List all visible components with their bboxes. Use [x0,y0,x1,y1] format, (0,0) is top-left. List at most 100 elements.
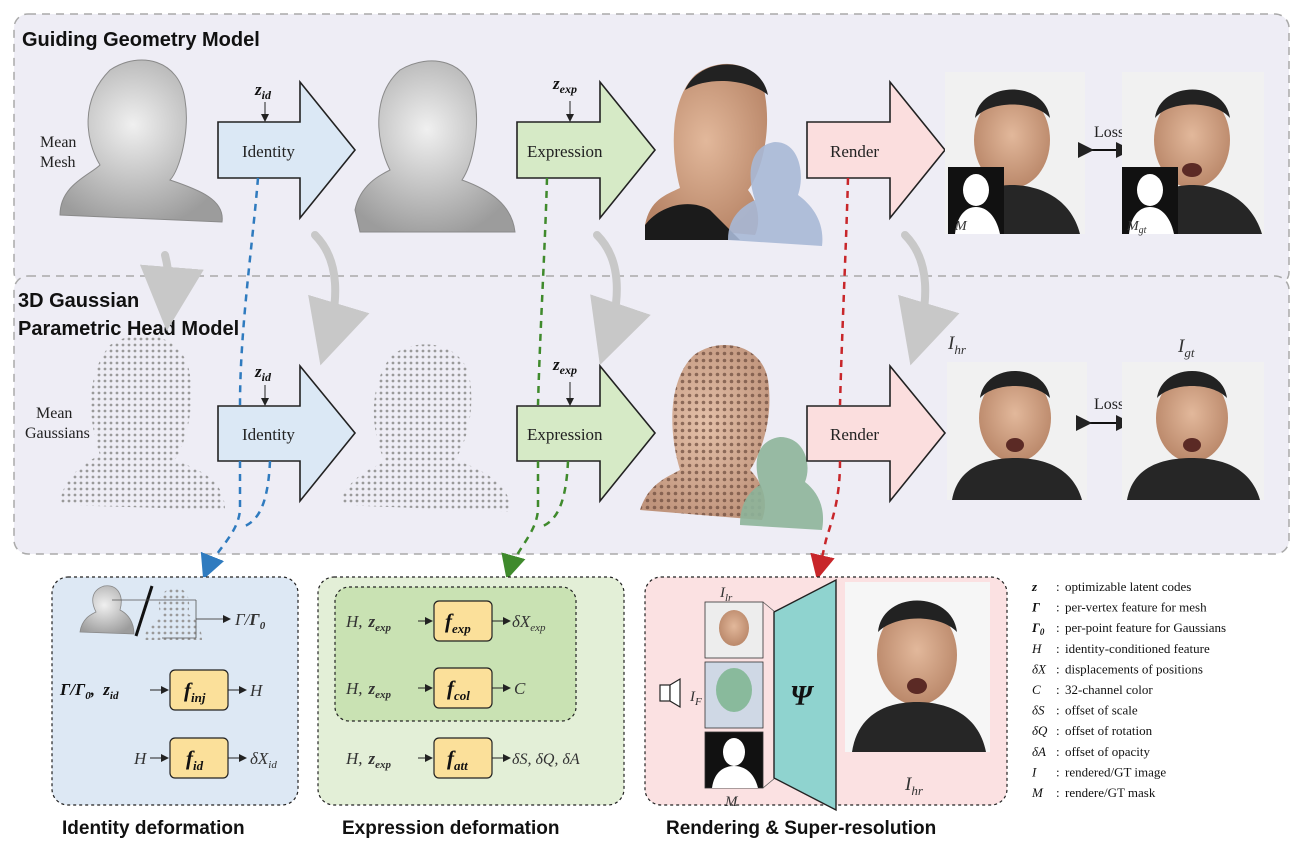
rendering-box: Ilr IF M Ψ Ihr [644,576,1008,812]
legend-text-8: offset of opacity [1065,744,1150,759]
z-exp-row1: zexp [552,74,577,122]
gamma-output: Γ/Γ0 [234,610,266,632]
render-arrow-row1-label: Render [830,142,879,161]
z-id-row2: zid [254,362,272,406]
gt-image-row2 [1122,362,1264,500]
f-id-label: fid [186,746,204,773]
legend-symbol-9: I [1031,764,1037,779]
legend-colon-5: : [1056,682,1060,697]
expression-arrow-row2-label: Expression [527,425,603,444]
z-exp-row2: zexp [552,355,577,406]
legend-colon-2: : [1056,620,1060,635]
mean-gaussians-image [60,335,225,510]
i-gt-row2-label: Igt [1177,336,1195,360]
legend-colon-4: : [1056,661,1060,676]
f-inj-inputs: Γ/Γ0, zid [59,680,119,702]
legend-colon-0: : [1056,579,1060,594]
i-hr-row2-label: Ihr [947,333,967,357]
f-exp-label: fexp [445,609,471,636]
legend-symbol-2: Γ0 [1031,620,1045,637]
expression-arrow-row2: Expression [516,363,657,504]
legend-symbol-8: δA [1032,744,1046,759]
legend-colon-9: : [1056,764,1060,779]
expression-connector [501,177,570,580]
mean-mesh-image [59,59,223,223]
dx-id-output: δXid [250,749,277,771]
z-id-row1: zid [254,80,272,122]
identity-deformation-caption: Identity deformation [62,818,245,839]
gaussian-title-line2: Parametric Head Model [18,318,239,340]
h-output: H [249,681,264,700]
legend-symbol-6: δS [1032,703,1045,718]
identity-deformation-box: Γ/Γ0 Γ/Γ0, zid finj H H fid δXid [51,576,299,806]
f-att-inputs: H,zexp [345,749,392,771]
legend-text-2: per-point feature for Gaussians [1065,620,1226,635]
legend-colon-7: : [1056,723,1060,738]
legend-symbol-0: z [1031,579,1038,594]
legend-text-5: 32-channel color [1065,682,1153,697]
render-arrow-row2: Render [806,363,947,504]
camera-icon [659,677,681,709]
render-arrow-row2-label: Render [830,425,879,444]
mask-row1: M [948,167,1004,234]
legend-symbol-3: H [1031,641,1042,656]
f-att-label: fatt [447,746,468,773]
f-exp-inputs: H,zexp [345,612,392,634]
legend-text-7: offset of rotation [1065,723,1153,738]
mean-mesh-label-2: Mesh [40,154,76,171]
gaussian-head-row2 [640,345,824,530]
legend-colon-6: : [1056,703,1060,718]
i-lr-label: Ilr [719,585,733,604]
identity-arrow-row1-label: Identity [242,142,295,161]
legend-symbol-1: Γ [1031,600,1040,615]
identity-mesh-image [354,60,516,233]
legend-text-1: per-vertex feature for mesh [1065,600,1207,615]
gaussian-model-panel: 3D Gaussian Parametric Head Model [13,275,1290,555]
m-label: M [724,794,739,810]
legend-text-0: optimizable latent codes [1065,579,1191,594]
legend-colon-8: : [1056,744,1060,759]
mask-gt-row1: Mgt [1122,167,1178,236]
identity-arrow-row2-label: Identity [242,425,295,444]
legend-symbol-5: C [1032,682,1041,697]
legend-colon-3: : [1056,641,1060,656]
svg-text:zid: zid [254,362,272,384]
i-f-label: IF [689,689,702,708]
guiding-geometry-title: Guiding Geometry Model [22,29,260,51]
gray-transfer-arrows [139,231,960,366]
expression-deformation-caption: Expression deformation [342,818,560,839]
mask-label-row1: M [954,219,968,234]
legend-symbol-7: δQ [1032,723,1048,738]
mask-gt-label-row1: Mgt [1126,219,1147,236]
mean-gaussians-label-1: Mean [36,405,72,422]
legend-symbol-10: M [1031,785,1044,800]
svg-text:zexp: zexp [552,355,577,377]
dx-exp-output: δXexp [512,612,546,634]
identity-connector [200,177,272,580]
loss-label-row2: Loss [1094,396,1124,413]
svg-text:zexp: zexp [552,74,577,96]
psi-label: Ψ [790,681,815,712]
f-inj-label: finj [184,678,206,705]
svg-text:zid: zid [254,80,272,102]
gaussian-title-line1: 3D Gaussian [18,290,139,312]
rendered-image-row2 [947,362,1087,500]
expression-deformation-box: H,zexp fexp δXexp H,zexp fcol C H,zexp f… [317,576,625,806]
legend-text-3: identity-conditioned feature [1065,641,1210,656]
c-output: C [514,679,526,698]
att-output: δS, δQ, δA [512,751,580,768]
legend-symbol-4: δX [1032,661,1047,676]
identity-gaussians-image [340,344,512,512]
legend-text-6: offset of scale [1065,703,1138,718]
i-hr-output-label: Ihr [904,774,924,798]
identity-arrow-row1: Identity [217,79,357,221]
f-col-inputs: H,zexp [345,679,392,701]
render-arrow-row1: Render [806,79,947,221]
identity-arrow-row2: Identity [217,363,357,504]
legend-text-9: rendered/GT image [1065,764,1166,779]
loss-label-row1: Loss [1094,124,1124,141]
mean-gaussians-label-2: Gaussians [25,425,90,442]
expression-arrow-row1: Expression [516,79,657,221]
textured-head-row1 [645,63,823,246]
